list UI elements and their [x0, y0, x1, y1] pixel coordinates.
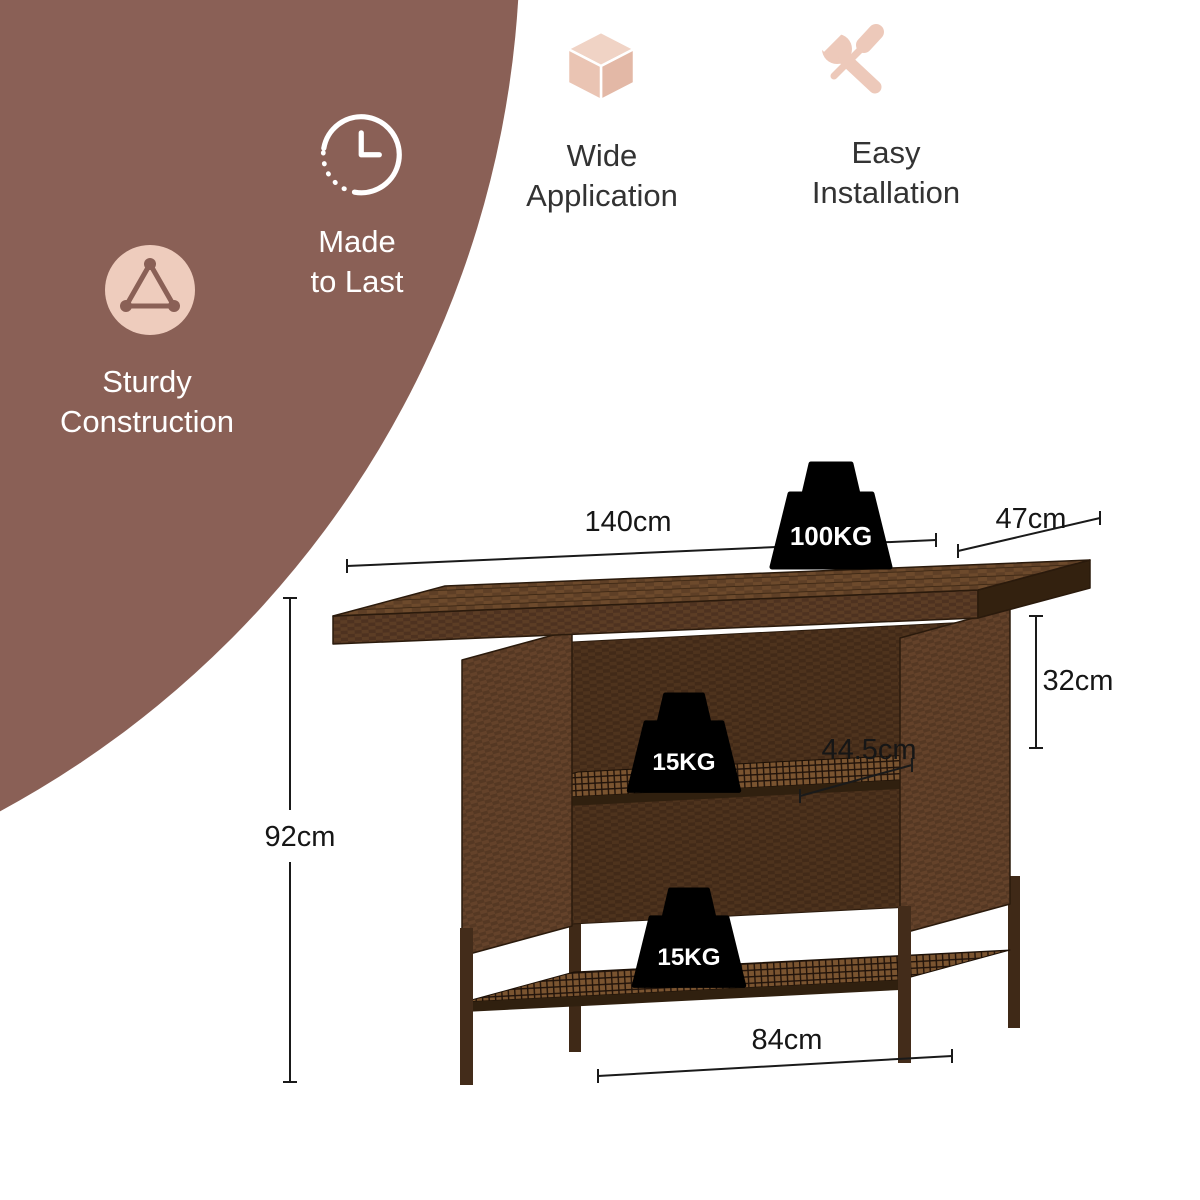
dim-line-counter-to-shelf [1029, 615, 1043, 749]
label-shelf-depth: 44.5cm [821, 734, 916, 766]
dim-line-overall-height [283, 597, 297, 1083]
table-leg-front-right [898, 906, 911, 1063]
dim-line-shelf-depth [799, 758, 913, 803]
label-counter-to-shelf: 32cm [1043, 665, 1114, 697]
cube-icon [566, 30, 636, 102]
table-leg-front-left [460, 928, 473, 1085]
bar-table [332, 559, 1091, 1085]
feature-label-easy-installation: Easy Installation [811, 135, 961, 210]
label-bottom-shelf-capacity: 15KG [657, 944, 720, 971]
label-countertop-capacity: 100KG [790, 521, 872, 551]
weight-100kg-icon: 100KG [769, 461, 893, 570]
left-side-panel [461, 629, 573, 957]
label-counter-depth: 47cm [996, 503, 1067, 535]
weight-15kg-bottom-icon: 15KG [631, 887, 747, 988]
middle-shelf-edge [468, 780, 900, 811]
weight-15kg-middle-icon: 15KG [626, 692, 742, 793]
feature-label-made-to-last: Made to Last [310, 224, 404, 299]
tools-icon [814, 22, 884, 94]
label-counter-length: 140cm [584, 506, 671, 538]
load-capacity-badges: 100KG 15KG 15KG [626, 461, 893, 988]
right-side-panel [899, 607, 1011, 935]
dimension-labels: 140cm 47cm 32cm 44.5cm 92cm 84cm [265, 503, 1114, 1056]
truss-triangle-icon [105, 245, 195, 335]
bottom-shelf-edge [464, 980, 900, 1012]
feature-label-wide-application: Wide Application [526, 138, 678, 213]
label-middle-shelf-capacity: 15KG [652, 749, 715, 776]
dim-line-leg-span [597, 1049, 953, 1083]
table-leg-back-right [1008, 876, 1020, 1028]
countertop [332, 559, 1091, 617]
clock-icon [320, 114, 402, 196]
feature-label-sturdy-construction: Sturdy Construction [59, 364, 235, 439]
label-overall-height: 92cm [265, 821, 336, 853]
dim-line-counter-depth [957, 511, 1101, 558]
dimension-lines [283, 511, 1101, 1083]
label-leg-span: 84cm [752, 1024, 823, 1056]
